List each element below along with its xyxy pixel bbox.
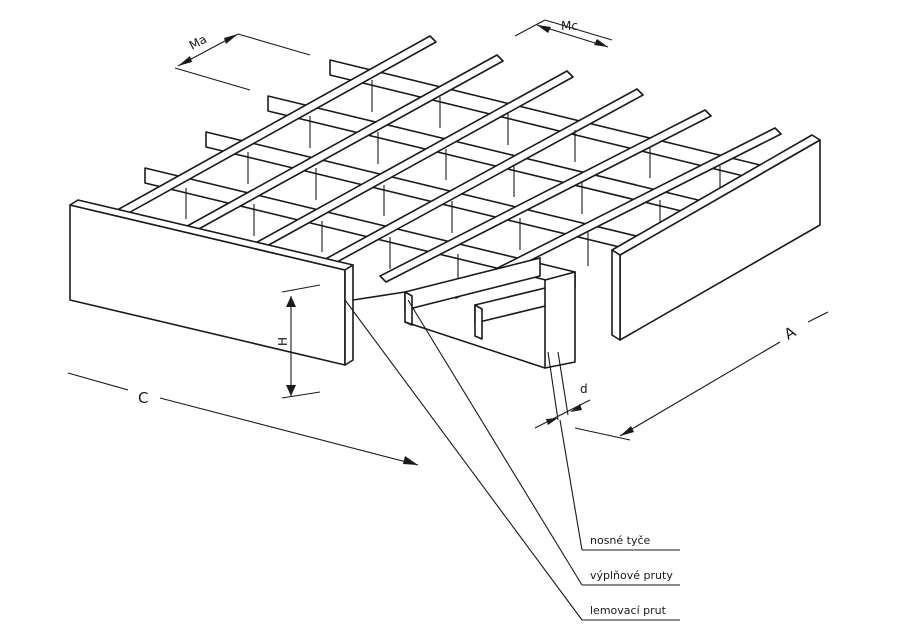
dimension-h-label: H (276, 337, 290, 346)
front-bar-end-1-side (404, 291, 413, 326)
bearing-bars (109, 35, 782, 299)
dimension-a-label: A (781, 322, 800, 343)
left-edge-plate-side (344, 264, 354, 366)
legend-bearing-bars: nosné tyče (590, 534, 651, 547)
front-bar-end-3 (544, 271, 576, 369)
dimension-d: d (534, 351, 591, 429)
right-edge-plate-side (611, 249, 621, 341)
dimension-mc: Mc (514, 19, 613, 48)
legend-filler-bars: výplňové pruty (590, 569, 673, 582)
bearing-bar-5 (379, 109, 712, 283)
left-edge-plate-face (69, 204, 346, 366)
dimension-c: C (67, 372, 419, 466)
dimension-ma-label: Ma (187, 32, 209, 53)
legend-edge-bar: lemovací prut (590, 604, 667, 617)
right-edge-plate (611, 134, 821, 341)
dimension-ma: Ma (174, 32, 311, 91)
dimension-c-label: C (138, 389, 148, 407)
dimension-h: H (276, 284, 321, 399)
front-bar-end-2-side (474, 304, 483, 340)
leader-lines (344, 299, 680, 621)
dimension-d-label: d (580, 382, 588, 396)
left-edge-plate (69, 199, 354, 366)
front-bar-ends (352, 257, 576, 369)
legend: nosné tyče výplňové pruty lemovací prut (590, 534, 673, 617)
dimension-mc-label: Mc (561, 19, 578, 33)
